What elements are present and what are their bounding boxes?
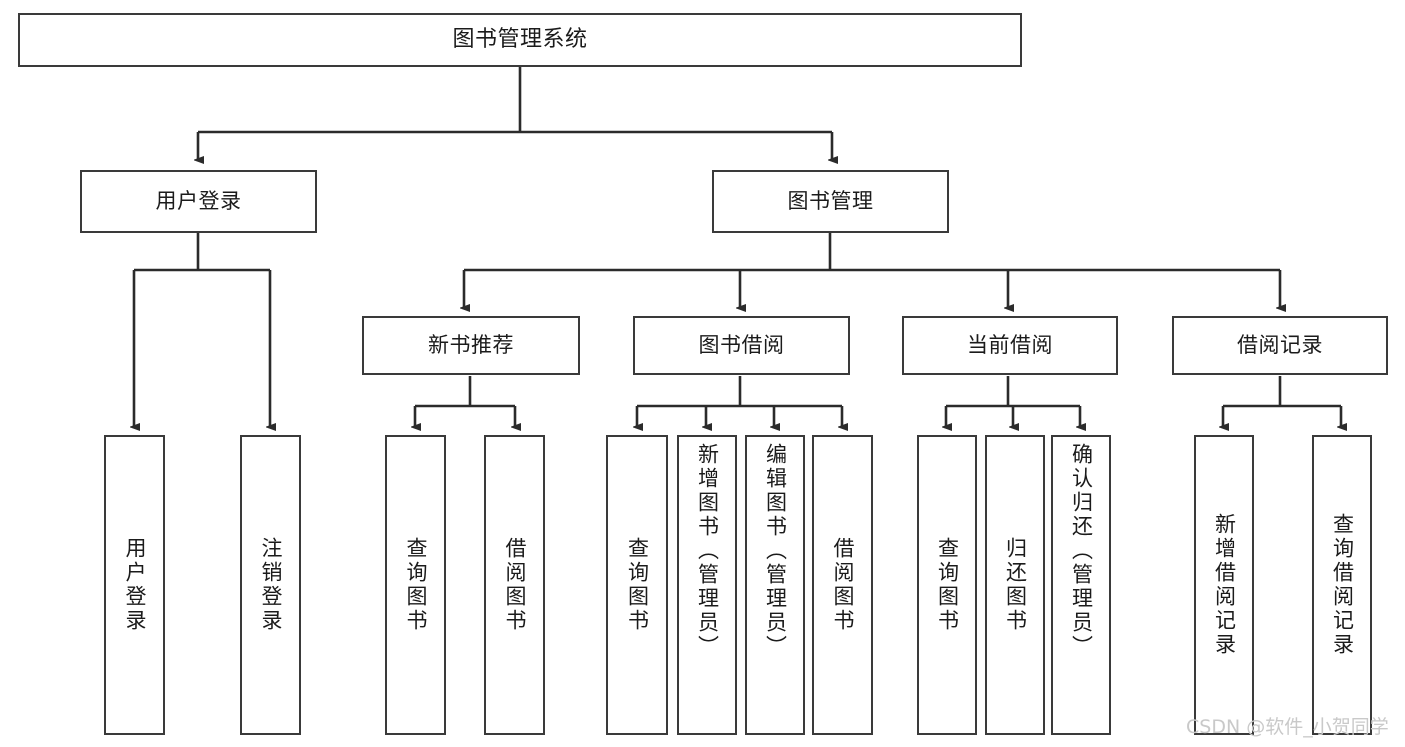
node-label: 查询图书 bbox=[404, 537, 428, 633]
leaf-current-query-book[interactable]: 查询图书 bbox=[917, 435, 977, 735]
node-current-borrow[interactable]: 当前借阅 bbox=[902, 316, 1118, 375]
node-borrow-record[interactable]: 借阅记录 bbox=[1172, 316, 1388, 375]
leaf-user-login-signout[interactable]: 注销登录 bbox=[240, 435, 301, 735]
node-label: 查询借阅记录 bbox=[1330, 513, 1355, 657]
node-root-library-system[interactable]: 图书管理系统 bbox=[18, 13, 1022, 67]
node-label: 归还图书 bbox=[1003, 537, 1028, 633]
node-label: 借阅记录 bbox=[1237, 333, 1323, 358]
leaf-current-return-book[interactable]: 归还图书 bbox=[985, 435, 1045, 735]
node-label: 当前借阅 bbox=[967, 333, 1053, 358]
node-user-login[interactable]: 用户登录 bbox=[80, 170, 317, 233]
leaf-current-confirm-return-admin[interactable]: 确认归还（管理员） bbox=[1051, 435, 1111, 735]
leaf-new-book-query[interactable]: 查询图书 bbox=[385, 435, 446, 735]
node-book-borrow[interactable]: 图书借阅 bbox=[633, 316, 850, 375]
leaf-borrow-add-book-admin[interactable]: 新增图书（管理员） bbox=[677, 435, 737, 735]
node-label: 借阅图书 bbox=[503, 537, 527, 633]
node-new-book-recommend[interactable]: 新书推荐 bbox=[362, 316, 580, 375]
node-book-management[interactable]: 图书管理 bbox=[712, 170, 949, 233]
node-label: 用户登录 bbox=[123, 537, 147, 633]
leaf-borrow-query-book[interactable]: 查询图书 bbox=[606, 435, 668, 735]
leaf-borrow-edit-book-admin[interactable]: 编辑图书（管理员） bbox=[745, 435, 805, 735]
node-label: 图书借阅 bbox=[698, 333, 785, 358]
node-label: 查询图书 bbox=[935, 537, 960, 633]
watermark-text: CSDN @软件_小贺同学 bbox=[1186, 716, 1389, 738]
node-label: 编辑图书（管理员） bbox=[763, 443, 788, 659]
node-label: 新增图书（管理员） bbox=[695, 443, 720, 659]
node-label: 新增借阅记录 bbox=[1212, 513, 1237, 657]
leaf-new-book-borrow[interactable]: 借阅图书 bbox=[484, 435, 545, 735]
node-label: 注销登录 bbox=[259, 537, 283, 633]
node-label: 用户登录 bbox=[155, 189, 242, 214]
node-label: 图书管理系统 bbox=[452, 27, 588, 53]
node-label: 图书管理 bbox=[787, 189, 874, 214]
leaf-record-query-record[interactable]: 查询借阅记录 bbox=[1312, 435, 1372, 735]
node-label: 新书推荐 bbox=[428, 333, 514, 358]
leaf-record-add-record[interactable]: 新增借阅记录 bbox=[1194, 435, 1254, 735]
node-label: 借阅图书 bbox=[831, 537, 855, 633]
leaf-borrow-borrow-book[interactable]: 借阅图书 bbox=[812, 435, 873, 735]
node-label: 确认归还（管理员） bbox=[1069, 443, 1094, 659]
node-label: 查询图书 bbox=[625, 537, 650, 633]
leaf-user-login-signin[interactable]: 用户登录 bbox=[104, 435, 165, 735]
